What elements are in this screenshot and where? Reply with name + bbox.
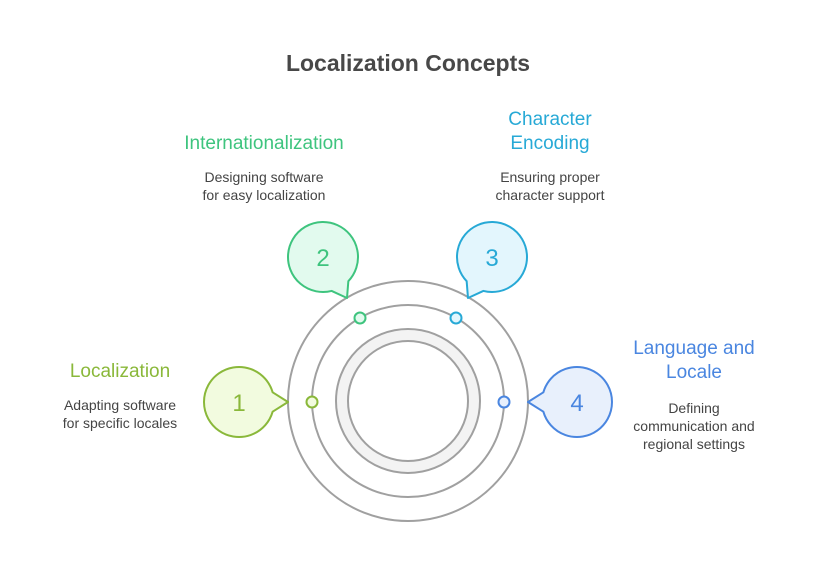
description-line: character support xyxy=(495,187,605,203)
concept-4-marker xyxy=(497,395,511,409)
speech-bubble-shape xyxy=(203,366,289,438)
description-line: Designing software xyxy=(204,169,324,185)
concept-2-description: Designing software for easy localization xyxy=(164,168,364,204)
concept-1-marker xyxy=(305,395,319,409)
heading-line: Encoding xyxy=(510,133,590,154)
heading-line: Locale xyxy=(666,362,722,383)
concept-3-bubble: 3 xyxy=(456,221,528,299)
concept-2-marker xyxy=(353,311,367,325)
inner-band-outer-edge xyxy=(335,328,481,474)
description-line: Ensuring proper xyxy=(500,169,600,185)
concept-2-bubble: 2 xyxy=(287,221,359,299)
concept-2-heading: Internationalization xyxy=(164,132,364,156)
diagram-title: Localization Concepts xyxy=(285,50,531,76)
concept-3-marker xyxy=(449,311,463,325)
concept-4-description: Defining communication and regional settin… xyxy=(614,399,774,453)
heading-line: Localization xyxy=(69,361,171,382)
outer-ring xyxy=(287,280,529,522)
concept-3-description: Ensuring proper character support xyxy=(470,168,630,204)
heading-line: Language and xyxy=(633,338,755,359)
concept-1-bubble: 1 xyxy=(203,366,289,438)
speech-bubble-shape xyxy=(287,221,359,299)
concept-1-description: Adapting software for specific locales xyxy=(30,396,210,432)
description-line: communication and xyxy=(633,418,755,434)
description-line: for specific locales xyxy=(62,415,178,431)
inner-band xyxy=(336,329,480,473)
concept-number: 3 xyxy=(485,245,498,272)
concept-number: 2 xyxy=(316,245,329,272)
description-line: Adapting software xyxy=(63,397,177,413)
concept-number: 1 xyxy=(232,390,245,417)
speech-bubble-shape xyxy=(456,221,528,299)
heading-line: Internationalization xyxy=(184,133,344,154)
heading-line: Character xyxy=(508,109,592,130)
description-line: regional settings xyxy=(643,436,745,452)
concept-number: 4 xyxy=(570,390,583,417)
speech-bubble-shape xyxy=(527,366,613,438)
description-line: Defining xyxy=(668,400,720,416)
concept-4-bubble: 4 xyxy=(527,366,613,438)
concept-1-heading: Localization xyxy=(40,360,200,384)
inner-band-inner-edge xyxy=(347,340,469,462)
description-line: for easy localization xyxy=(202,187,326,203)
